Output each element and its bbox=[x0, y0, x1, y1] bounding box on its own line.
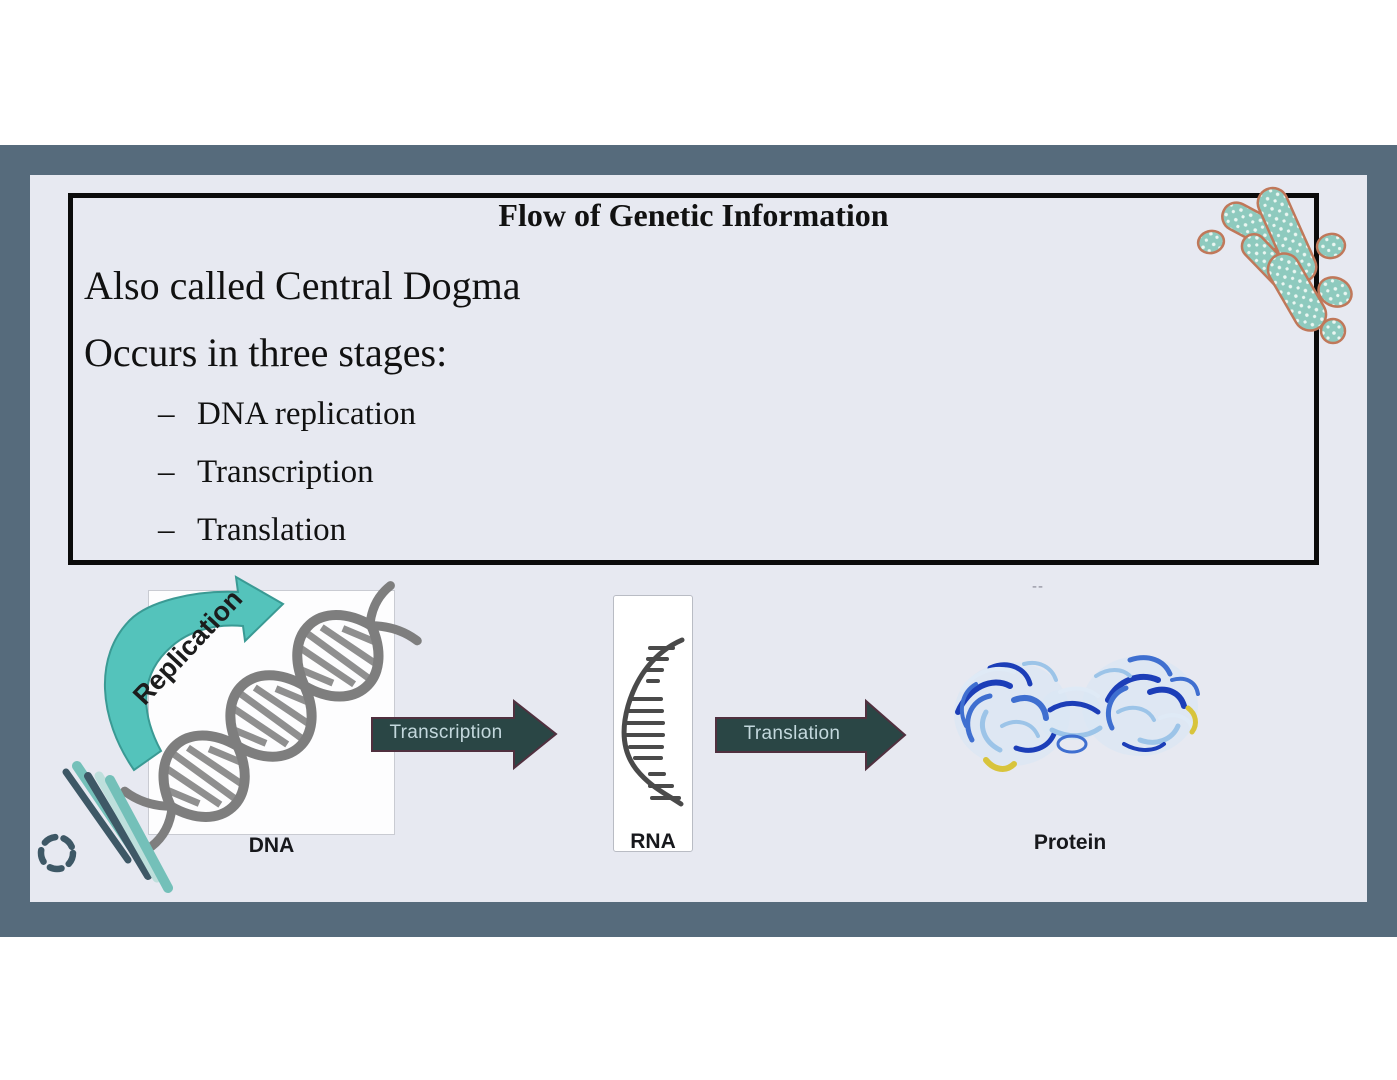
bullet-label: DNA replication bbox=[197, 396, 417, 432]
bullet-dna-replication: –DNA replication bbox=[158, 396, 416, 433]
slide-title: Flow of Genetic Information bbox=[498, 197, 889, 233]
translation-arrow-label: Translation bbox=[743, 723, 841, 744]
stray-dash-mark: -- bbox=[1032, 578, 1044, 595]
body-line-central-dogma: Also called Central Dogma bbox=[84, 263, 521, 308]
rna-caption: RNA bbox=[630, 830, 676, 853]
bullet-transcription: –Transcription bbox=[158, 454, 374, 491]
bullet-label: Transcription bbox=[197, 454, 374, 490]
title-box-outline bbox=[68, 193, 1319, 565]
bullet-dash: – bbox=[158, 512, 175, 548]
bullet-translation: –Translation bbox=[158, 512, 346, 549]
protein-caption: Protein bbox=[1033, 831, 1107, 854]
bullet-label: Translation bbox=[197, 512, 347, 548]
rna-image-box bbox=[613, 595, 693, 852]
bullet-dash: – bbox=[158, 396, 175, 432]
bullet-dash: – bbox=[158, 454, 175, 490]
transcription-arrow-label: Transcription bbox=[389, 722, 503, 743]
body-line-three-stages: Occurs in three stages: bbox=[84, 330, 448, 375]
dna-caption: DNA bbox=[248, 834, 295, 857]
